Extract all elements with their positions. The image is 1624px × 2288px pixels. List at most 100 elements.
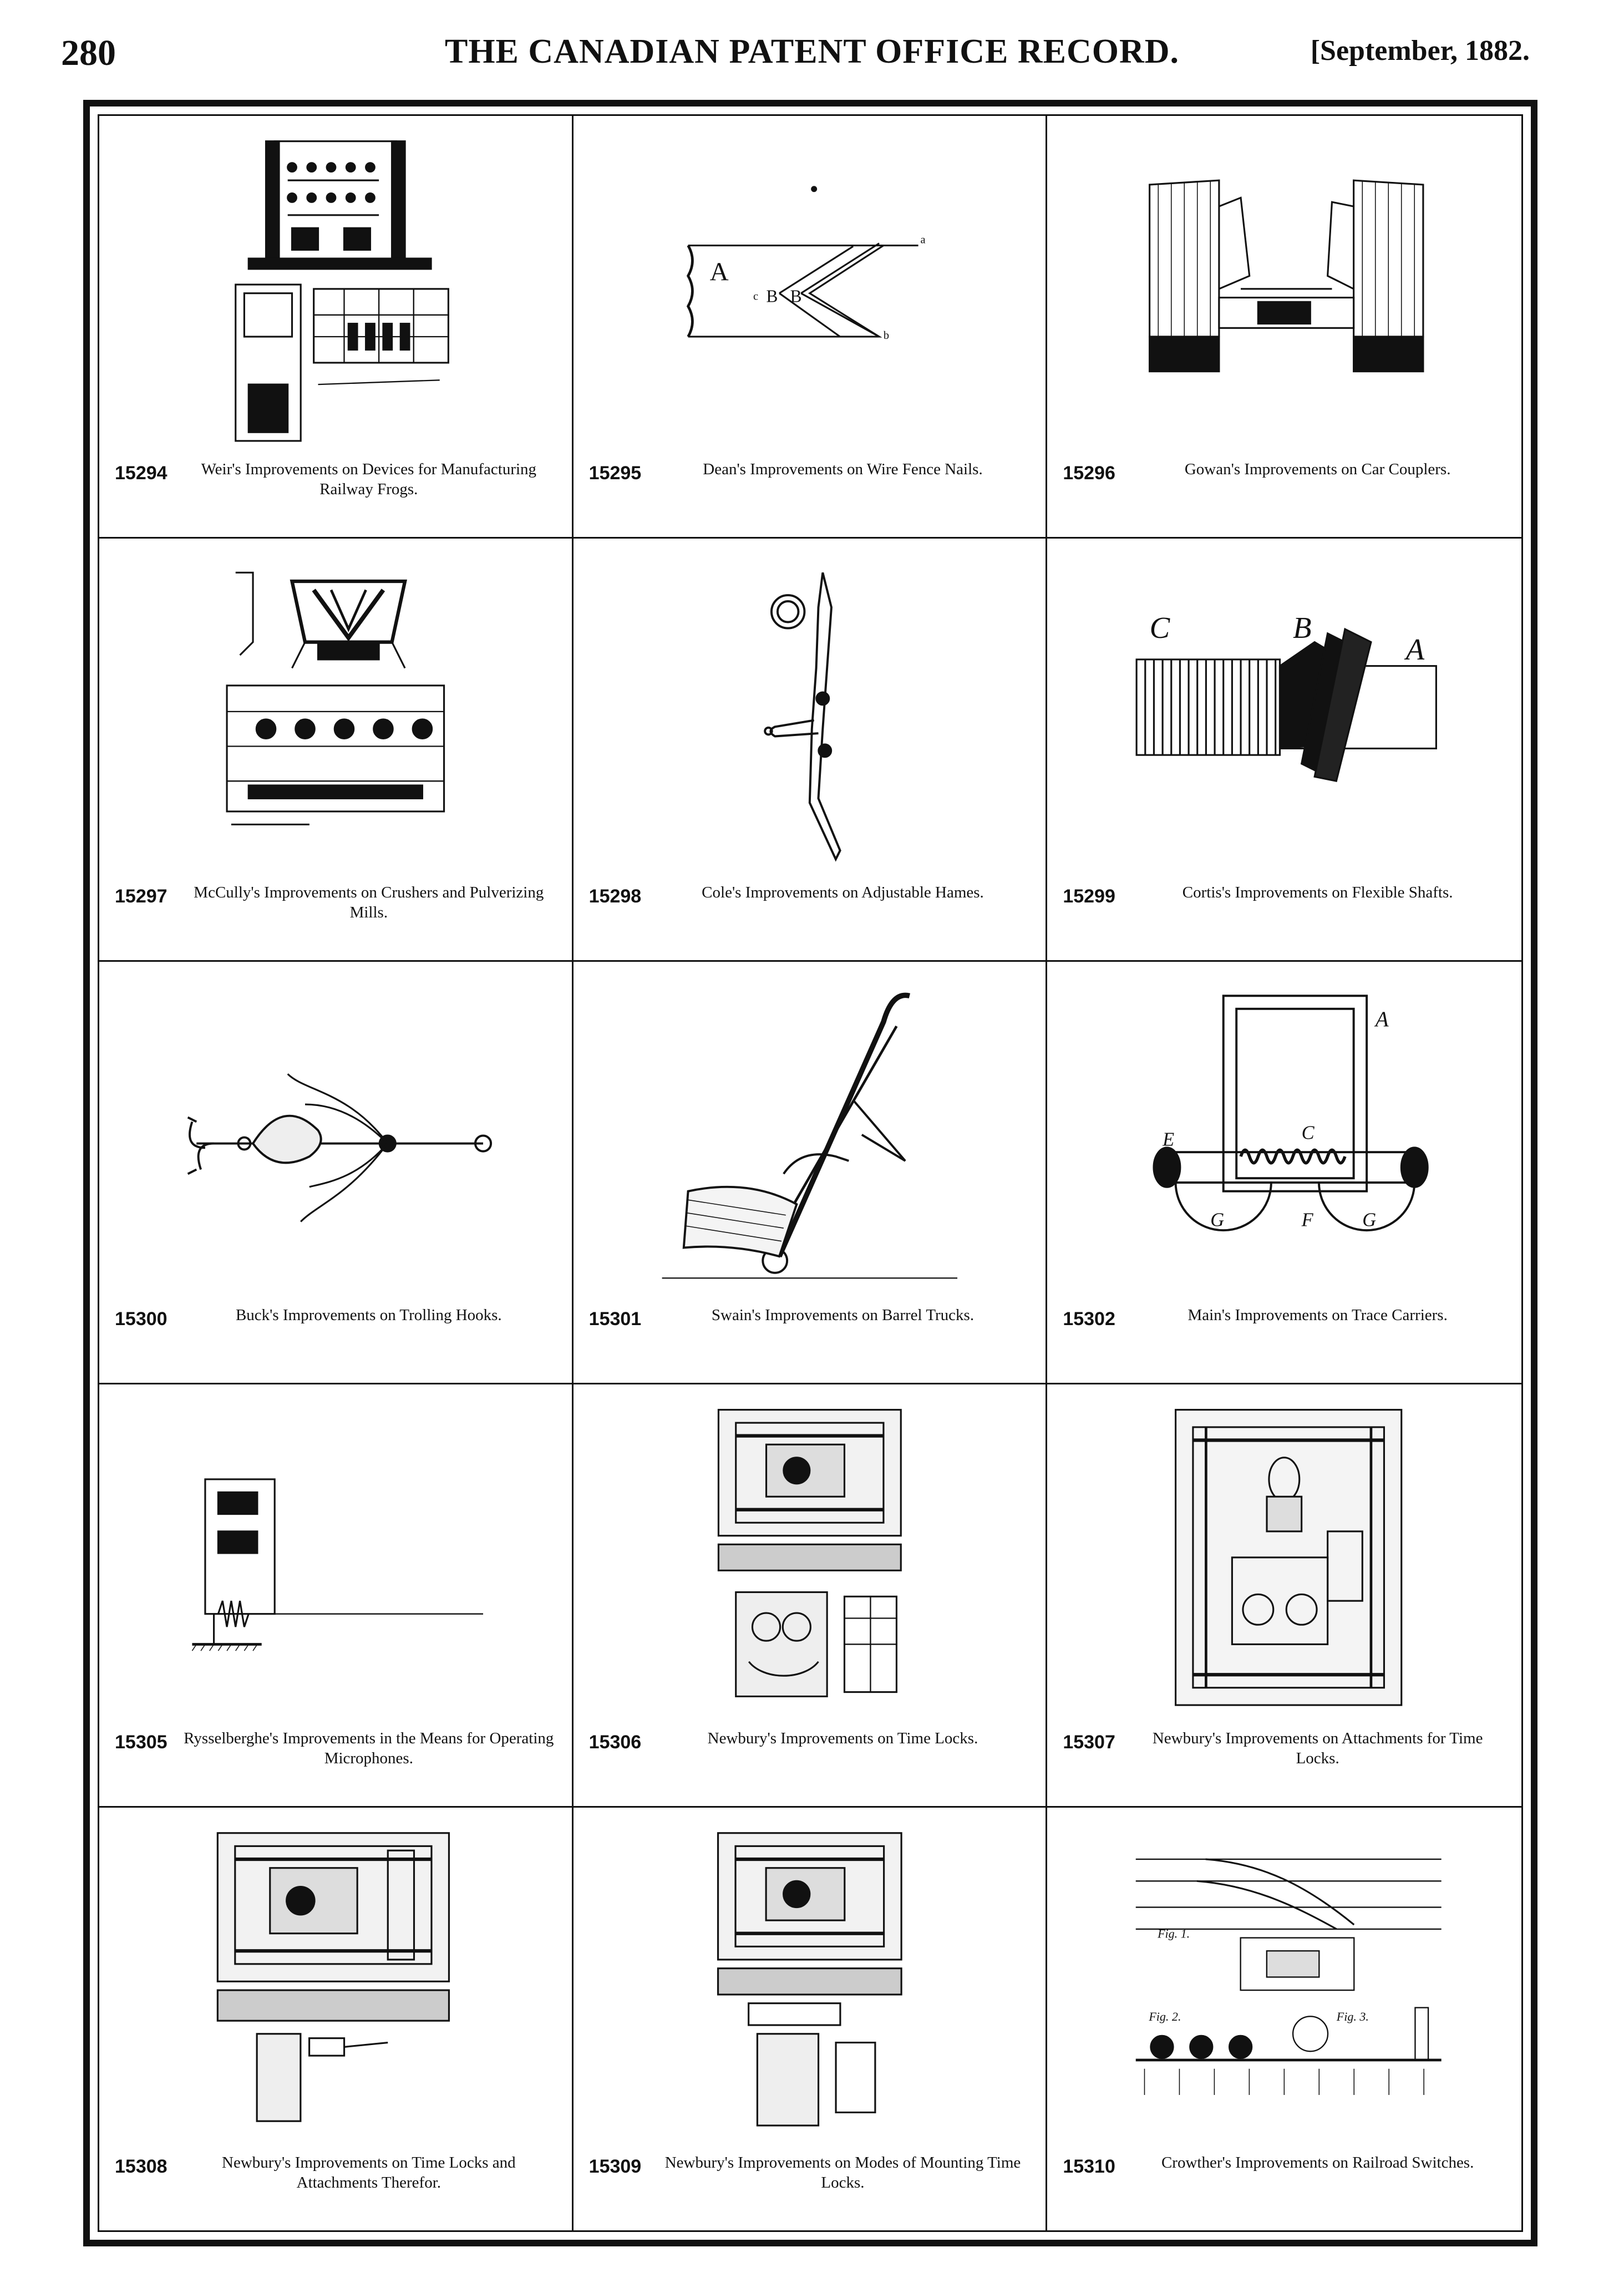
patent-number: 15297 [115, 885, 168, 907]
patent-cell: 15308 Newbury's Improvements on Time Loc… [99, 1807, 574, 2230]
microphone-circuit-drawing [121, 1401, 550, 1722]
patent-description: Swain's Improvements on Barrel Trucks. [711, 1306, 975, 1325]
patent-cell: A B B c a b 15295 Dean's Improvements on… [573, 116, 1048, 539]
fig-label: Fig. 1. [1157, 1926, 1190, 1940]
time-lock-attachment-drawing [1069, 1401, 1499, 1722]
patent-number: 15306 [588, 1731, 642, 1753]
plate-frame: 15294 Weir's Improvements on Devices for… [83, 100, 1537, 2246]
patent-description: Buck's Improvements on Trolling Hooks. [235, 1306, 502, 1325]
journal-title: THE CANADIAN PATENT OFFICE RECORD. [444, 33, 1180, 70]
patent-number: 15296 [1063, 463, 1115, 484]
fig-label: c [753, 290, 758, 302]
patent-number: 15305 [115, 1731, 168, 1753]
patent-description: Rysselberghe's Improvements in the Means… [184, 1729, 554, 1767]
fig-label: b [884, 329, 889, 342]
patent-cell: 15301 Swain's Improvements on Barrel Tru… [573, 961, 1048, 1385]
fence-nail-drawing: A B B c a b [596, 133, 1024, 454]
patent-caption: 15308 Newbury's Improvements on Time Loc… [115, 2153, 556, 2214]
patent-caption: 15300 Buck's Improvements on Trolling Ho… [115, 1305, 556, 1366]
patent-number: 15300 [115, 1308, 168, 1330]
fig-label: Fig. 2. [1149, 2010, 1181, 2023]
time-lock-mount-drawing [596, 1824, 1024, 2147]
patent-number: 15299 [1063, 885, 1115, 907]
fig-label: A [709, 257, 728, 286]
patent-caption: 15295 Dean's Improvements on Wire Fence … [589, 459, 1031, 520]
time-lock-drawing [596, 1401, 1024, 1722]
flexible-shaft-drawing: C B A [1069, 555, 1499, 876]
patent-caption: 15297 McCully's Improvements on Crushers… [115, 882, 556, 943]
fig-label: A [1374, 1007, 1389, 1031]
patent-description: Dean's Improvements on Wire Fence Nails. [703, 460, 983, 479]
patent-description: Crowther's Improvements on Railroad Swit… [1161, 2154, 1474, 2172]
fig-label: C [1302, 1122, 1315, 1143]
patent-number: 15295 [588, 463, 642, 484]
patent-number: 15309 [588, 2156, 642, 2177]
fig-label: F [1301, 1209, 1314, 1230]
patent-description: McCully's Improvements on Crushers and P… [194, 883, 544, 921]
patent-number: 15307 [1063, 1731, 1115, 1753]
patent-description: Newbury's Improvements on Time Locks. [707, 1729, 978, 1747]
patent-cell: 15306 Newbury's Improvements on Time Loc… [573, 1384, 1048, 1808]
patent-cell: C B A 15299 Cortis's Improvements on Fle… [1047, 539, 1521, 962]
patent-cell: Fig. 1. Fig. 2. Fig. 3. 15310 Crowther's… [1047, 1808, 1521, 2230]
patent-description: Cortis's Improvements on Flexible Shafts… [1182, 883, 1453, 901]
patent-cell: 15309 Newbury's Improvements on Modes of… [574, 1807, 1048, 2230]
patent-cell: A C E G F G 15302 Main's Improvements on… [1047, 962, 1521, 1385]
patent-cell: 15294 Weir's Improvements on Devices for… [99, 116, 574, 539]
patent-cell: 15305 Rysselberghe's Improvements in the… [99, 1384, 574, 1808]
patent-caption: 15310 Crowther's Improvements on Railroa… [1063, 2153, 1506, 2214]
trace-carrier-drawing: A C E G F G [1069, 978, 1499, 1300]
fig-label: B [766, 286, 778, 306]
page-number: 280 [61, 33, 116, 73]
plate-inner-frame: 15294 Weir's Improvements on Devices for… [98, 114, 1523, 2232]
patent-description: Weir's Improvements on Devices for Manuf… [201, 460, 537, 499]
patent-grid: 15294 Weir's Improvements on Devices for… [99, 116, 1521, 2230]
patent-caption: 15309 Newbury's Improvements on Modes of… [589, 2153, 1031, 2214]
patent-number: 15294 [115, 463, 168, 484]
patent-description: Main's Improvements on Trace Carriers. [1187, 1306, 1448, 1325]
fig-label: a [920, 234, 925, 246]
patent-cell: 15300 Buck's Improvements on Trolling Ho… [99, 961, 574, 1385]
patent-cell: 15307 Newbury's Improvements on Attachme… [1047, 1384, 1521, 1808]
crusher-mill-drawing [121, 555, 550, 876]
patent-caption: 15296 Gowan's Improvements on Car Couple… [1063, 459, 1506, 520]
patent-description: Gowan's Improvements on Car Couplers. [1184, 460, 1451, 479]
patent-caption: 15299 Cortis's Improvements on Flexible … [1063, 882, 1506, 943]
patent-caption: 15301 Swain's Improvements on Barrel Tru… [589, 1305, 1031, 1366]
patent-caption: 15306 Newbury's Improvements on Time Loc… [589, 1728, 1031, 1789]
car-coupler-drawing [1069, 133, 1499, 454]
patent-caption: 15305 Rysselberghe's Improvements in the… [115, 1728, 556, 1789]
patent-cell: 15297 McCully's Improvements on Crushers… [99, 539, 574, 962]
fig-label: G [1363, 1209, 1377, 1230]
issue-date: [September, 1882. [1310, 35, 1530, 67]
patent-number: 15308 [115, 2156, 168, 2177]
time-lock-drawing [121, 1824, 550, 2147]
patent-cell: 15298 Cole's Improvements on Adjustable … [573, 539, 1048, 962]
patent-number: 15310 [1063, 2156, 1115, 2177]
page-header: 280 THE CANADIAN PATENT OFFICE RECORD. [… [0, 0, 1624, 94]
patent-cell: 15296 Gowan's Improvements on Car Couple… [1047, 116, 1521, 539]
patent-caption: 15294 Weir's Improvements on Devices for… [115, 459, 556, 520]
barrel-truck-drawing [596, 978, 1024, 1300]
patent-number: 15298 [588, 885, 642, 907]
fig-label: E [1162, 1129, 1174, 1150]
machine-press-drawing [121, 133, 550, 454]
fig-label: B [1293, 611, 1311, 645]
patent-description: Newbury's Improvements on Modes of Mount… [664, 2154, 1021, 2191]
patent-caption: 15307 Newbury's Improvements on Attachme… [1063, 1728, 1506, 1789]
patent-caption: 15302 Main's Improvements on Trace Carri… [1063, 1305, 1506, 1366]
patent-number: 15301 [588, 1308, 642, 1330]
fig-label: A [1404, 632, 1425, 666]
fig-label: Fig. 3. [1336, 2010, 1369, 2023]
patent-description: Cole's Improvements on Adjustable Hames. [702, 883, 984, 901]
patent-description: Newbury's Improvements on Attachments fo… [1152, 1729, 1483, 1767]
fig-label: C [1150, 611, 1171, 645]
hame-drawing [596, 555, 1024, 876]
railroad-switch-drawing: Fig. 1. Fig. 2. Fig. 3. [1069, 1824, 1499, 2147]
patent-description: Newbury's Improvements on Time Locks and… [222, 2154, 516, 2191]
patent-number: 15302 [1063, 1308, 1115, 1330]
fig-label: G [1211, 1209, 1225, 1230]
fig-label: B [790, 286, 801, 306]
patent-caption: 15298 Cole's Improvements on Adjustable … [589, 882, 1031, 943]
trolling-hook-drawing [121, 978, 550, 1300]
